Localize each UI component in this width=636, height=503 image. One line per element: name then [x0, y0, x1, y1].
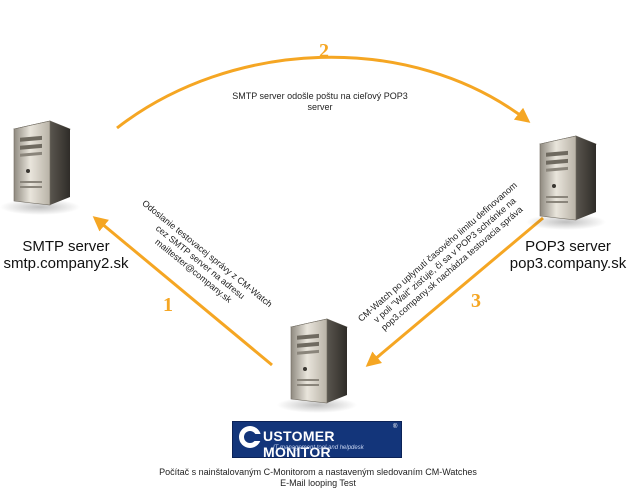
pop3-server-title: POP3 server	[525, 238, 611, 255]
top-caption-line1: SMTP server odošle poštu na cieľový POP3	[232, 91, 408, 101]
arrow-3-pop3-to-cm	[365, 216, 544, 367]
top-caption-line2: server	[307, 102, 333, 112]
top-caption: SMTP server odošle poštu na cieľový POP3…	[200, 91, 440, 113]
bottom-caption-line2: E-Mail looping Test	[280, 478, 356, 488]
customer-monitor-logo: USTOMER MONITOR ® IT management tool and…	[232, 421, 402, 460]
smtp-server-icon	[0, 120, 81, 216]
step-number-1: 1	[163, 294, 173, 316]
logo-text: USTOMER MONITOR	[263, 428, 335, 460]
bottom-caption-line1: Počítač s nainštalovaným C-Monitorom a n…	[159, 467, 477, 477]
logo-c-mark	[239, 426, 262, 448]
smtp-server-title: SMTP server	[22, 238, 110, 255]
pop3-server-label: POP3 server pop3.company.sk	[500, 238, 636, 272]
logo-subtitle: IT management tool and helpdesk	[273, 445, 364, 451]
logo-registered: ®	[393, 424, 398, 430]
step-number-2: 2	[319, 40, 329, 62]
step-number-3: 3	[471, 290, 481, 312]
pop3-server-host: pop3.company.sk	[509, 255, 627, 272]
arrow-1-cm-to-smtp	[92, 216, 273, 367]
smtp-server-label: SMTP server smtp.company2.sk	[0, 238, 132, 272]
arrow-2-smtp-to-pop3	[116, 55, 531, 130]
bottom-caption: Počítač s nainštalovaným C-Monitorom a n…	[100, 467, 536, 489]
smtp-server-host: smtp.company2.sk	[3, 255, 129, 272]
